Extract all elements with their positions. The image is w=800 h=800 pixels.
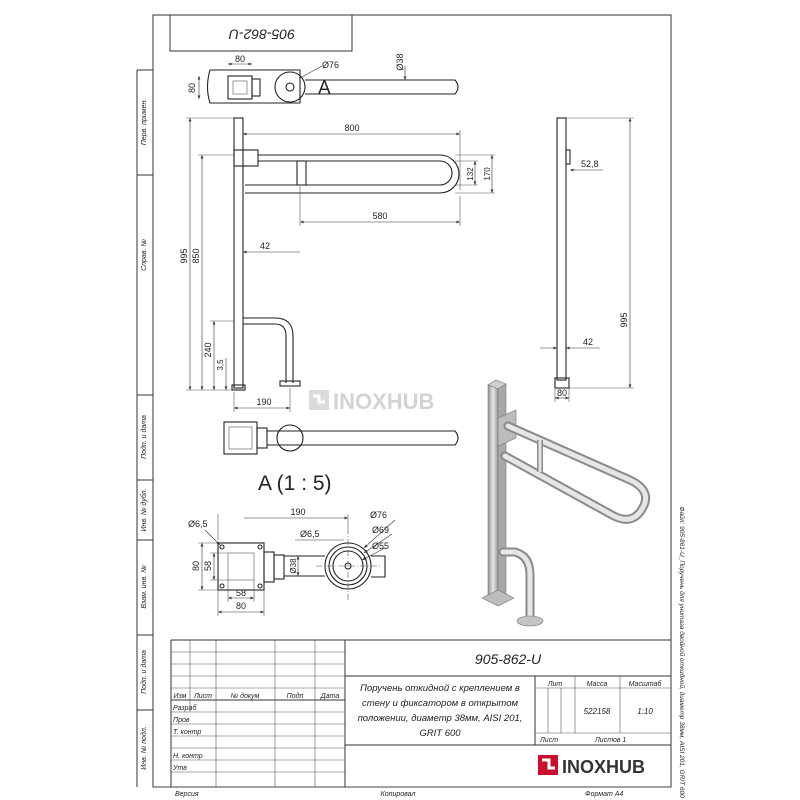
dim-top-d38: Ø38	[395, 53, 405, 70]
detail-label: A (1 : 5)	[258, 472, 332, 495]
sheets-label: Листов 1	[594, 737, 626, 744]
brand-text: INOXHUB	[562, 757, 645, 777]
brand-logo: INOXHUB	[538, 755, 645, 777]
dim-top-80: 80	[235, 54, 245, 64]
dim-det-80v: 80	[191, 561, 201, 571]
dim-det-d69: Ø69	[372, 525, 389, 535]
role-tech-control: Т. контр	[173, 729, 201, 736]
footer-copied: Копировал	[381, 791, 416, 798]
front-view: 800 580 132 170 42 995 850 240 3,5 190	[179, 117, 495, 412]
dim-det-d55: Ø55	[372, 541, 389, 551]
dim-det-d38: Ø38	[289, 558, 298, 574]
dim-front-240: 240	[203, 342, 213, 357]
strip-ref-no: Справ. №	[141, 239, 148, 271]
watermark-text: INOXHUB	[333, 389, 434, 414]
detail-a-view: 190 Ø6,5 Ø6,5 Ø76 Ø69 Ø55 Ø38 80 58 58 8…	[188, 507, 396, 616]
bottom-plan-view	[223, 421, 459, 455]
dim-front-800: 800	[344, 123, 359, 133]
hdr-podp: Подп	[287, 692, 304, 700]
hdr-doc: № докум	[231, 692, 260, 700]
strip-sign-date-2: Подп. и дата	[140, 650, 148, 694]
hdr-izm: Изм	[174, 693, 187, 700]
strip-repl-inv: Взам. инв. №	[141, 565, 148, 609]
dim-top-d76: Ø76	[322, 60, 339, 70]
strip-orig-inv: Инв. № подл.	[140, 726, 148, 769]
sheet-label: Лист	[539, 737, 558, 744]
hdr-list: Лист	[193, 693, 212, 700]
lit-label: Лит	[547, 681, 563, 688]
watermark: INOXHUB	[309, 389, 434, 414]
dim-front-190: 190	[256, 397, 271, 407]
dim-front-42: 42	[260, 241, 270, 251]
dim-det-80h: 80	[236, 601, 246, 611]
dim-front-580: 580	[372, 211, 387, 221]
dim-front-35: 3,5	[216, 359, 225, 371]
title-block: Изм Лист № докум Подп Дата Разраб Пров Т…	[170, 639, 671, 787]
role-norm-control: Н. контр	[173, 753, 203, 760]
mass-label: Масса	[587, 681, 608, 688]
footer-version: Версия	[175, 791, 199, 798]
dim-det-58v: 58	[203, 561, 213, 571]
footer-format: Формат А4	[585, 791, 623, 798]
role-checker: Пров	[173, 717, 190, 724]
side-file-label: Файл: 905-861-U_Поручень для унитаза дво…	[678, 506, 686, 798]
dim-front-132: 132	[466, 167, 475, 181]
strip-first-use: Перв. примен.	[141, 99, 148, 146]
section-label: A	[318, 78, 331, 99]
dim-side-42: 42	[583, 337, 593, 347]
dim-det-d76: Ø76	[370, 510, 387, 520]
rotated-code-box: 905-862-U	[169, 14, 353, 52]
mass-value: 522158	[584, 707, 611, 716]
dim-top-80v: 80	[187, 83, 197, 93]
dim-front-850: 850	[191, 248, 201, 263]
role-developer: Разраб	[173, 704, 197, 712]
top-view: 80 80 Ø76 A Ø38	[187, 53, 459, 104]
dim-front-995: 995	[179, 248, 189, 263]
dim-side-80: 80	[557, 388, 567, 398]
dim-det-190: 190	[290, 507, 305, 517]
side-view: 995 52,8 42 80	[540, 117, 634, 402]
drawing-title: Поручень откидной с креплением в стену и…	[357, 683, 523, 739]
dim-det-58h: 58	[236, 588, 246, 598]
drawing-number: 905-862-U	[475, 651, 542, 667]
scale-label: Масштаб	[629, 680, 663, 688]
hdr-data: Дата	[320, 693, 340, 700]
dim-front-170: 170	[483, 167, 492, 181]
dim-side-528: 52,8	[581, 159, 599, 169]
dim-side-995: 995	[619, 312, 629, 327]
dim-det-d65b: Ø6,5	[300, 529, 320, 539]
product-3d-render	[481, 379, 651, 627]
rotated-drawing-number: 905-862-U	[228, 26, 295, 42]
left-strip: Перв. примен. Справ. № Подп. и дата Инв.…	[136, 69, 153, 787]
strip-dup-inv: Инв. № дубл.	[140, 488, 148, 531]
dim-det-d65a: Ø6,5	[188, 519, 208, 529]
scale-value: 1:10	[637, 707, 653, 716]
role-approved: Утв	[172, 765, 187, 772]
strip-sign-date-1: Подп. и дата	[140, 415, 148, 459]
